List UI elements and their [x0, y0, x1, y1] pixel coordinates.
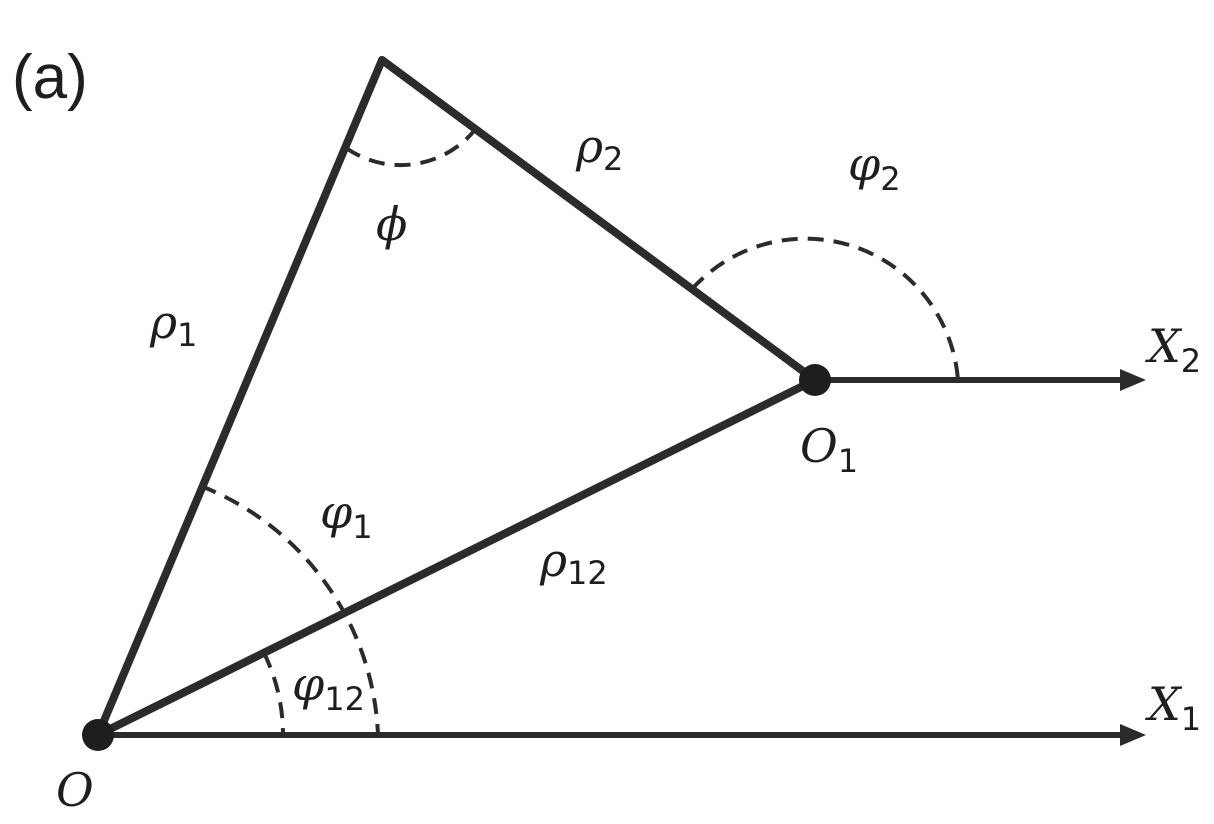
- o1-label-base: O: [800, 419, 838, 473]
- panel-label: (a): [12, 43, 88, 112]
- x1-label: X1: [1145, 677, 1201, 738]
- varphi1-arc: [200, 484, 380, 736]
- rho2-label: ρ2: [575, 119, 623, 178]
- o1-label-sub: 1: [838, 442, 858, 480]
- varphi1-label-base: φ: [320, 485, 353, 539]
- varphi2-label-base: φ: [848, 137, 881, 191]
- rho2-label-base: ρ: [575, 119, 603, 173]
- origin-point: [82, 719, 114, 751]
- origin-label: O: [56, 763, 94, 817]
- varphi12-label: φ12: [292, 657, 365, 718]
- x2-arrowhead: [1120, 369, 1146, 391]
- varphi12-label-sub: 12: [324, 680, 365, 718]
- varphi12-label-base: φ: [292, 657, 325, 711]
- x2-label: X2: [1145, 319, 1201, 380]
- varphi2-label: φ2: [848, 137, 901, 198]
- varphi2-arc: [690, 236, 960, 381]
- rho2-segment: [378, 56, 819, 384]
- varphi1-label-sub: 1: [352, 508, 372, 546]
- x1-arrowhead: [1120, 724, 1146, 746]
- rho2-label-sub: 2: [603, 140, 623, 178]
- rho12-label: ρ12: [539, 533, 608, 592]
- x2-label-base: X: [1145, 319, 1183, 373]
- rho1-label-base: ρ: [149, 295, 177, 349]
- rho1-label: ρ1: [149, 295, 197, 354]
- rho12-segment: [94, 376, 819, 739]
- o1-point: [799, 364, 831, 396]
- rho12-label-sub: 12: [567, 554, 608, 592]
- varphi1-label: φ1: [320, 485, 373, 546]
- phi-arc: [344, 129, 476, 168]
- rho1-label-sub: 1: [177, 316, 197, 354]
- x1-label-sub: 1: [1181, 700, 1201, 738]
- x1-label-base: X: [1145, 677, 1183, 731]
- o1-label: O1: [800, 419, 858, 480]
- varphi2-label-sub: 2: [880, 160, 900, 198]
- rho1-segment: [94, 56, 386, 739]
- varphi12-arc: [262, 652, 286, 736]
- phi-label: ϕ: [376, 197, 407, 251]
- x2-label-sub: 2: [1181, 342, 1201, 380]
- rho12-label-base: ρ: [539, 533, 567, 587]
